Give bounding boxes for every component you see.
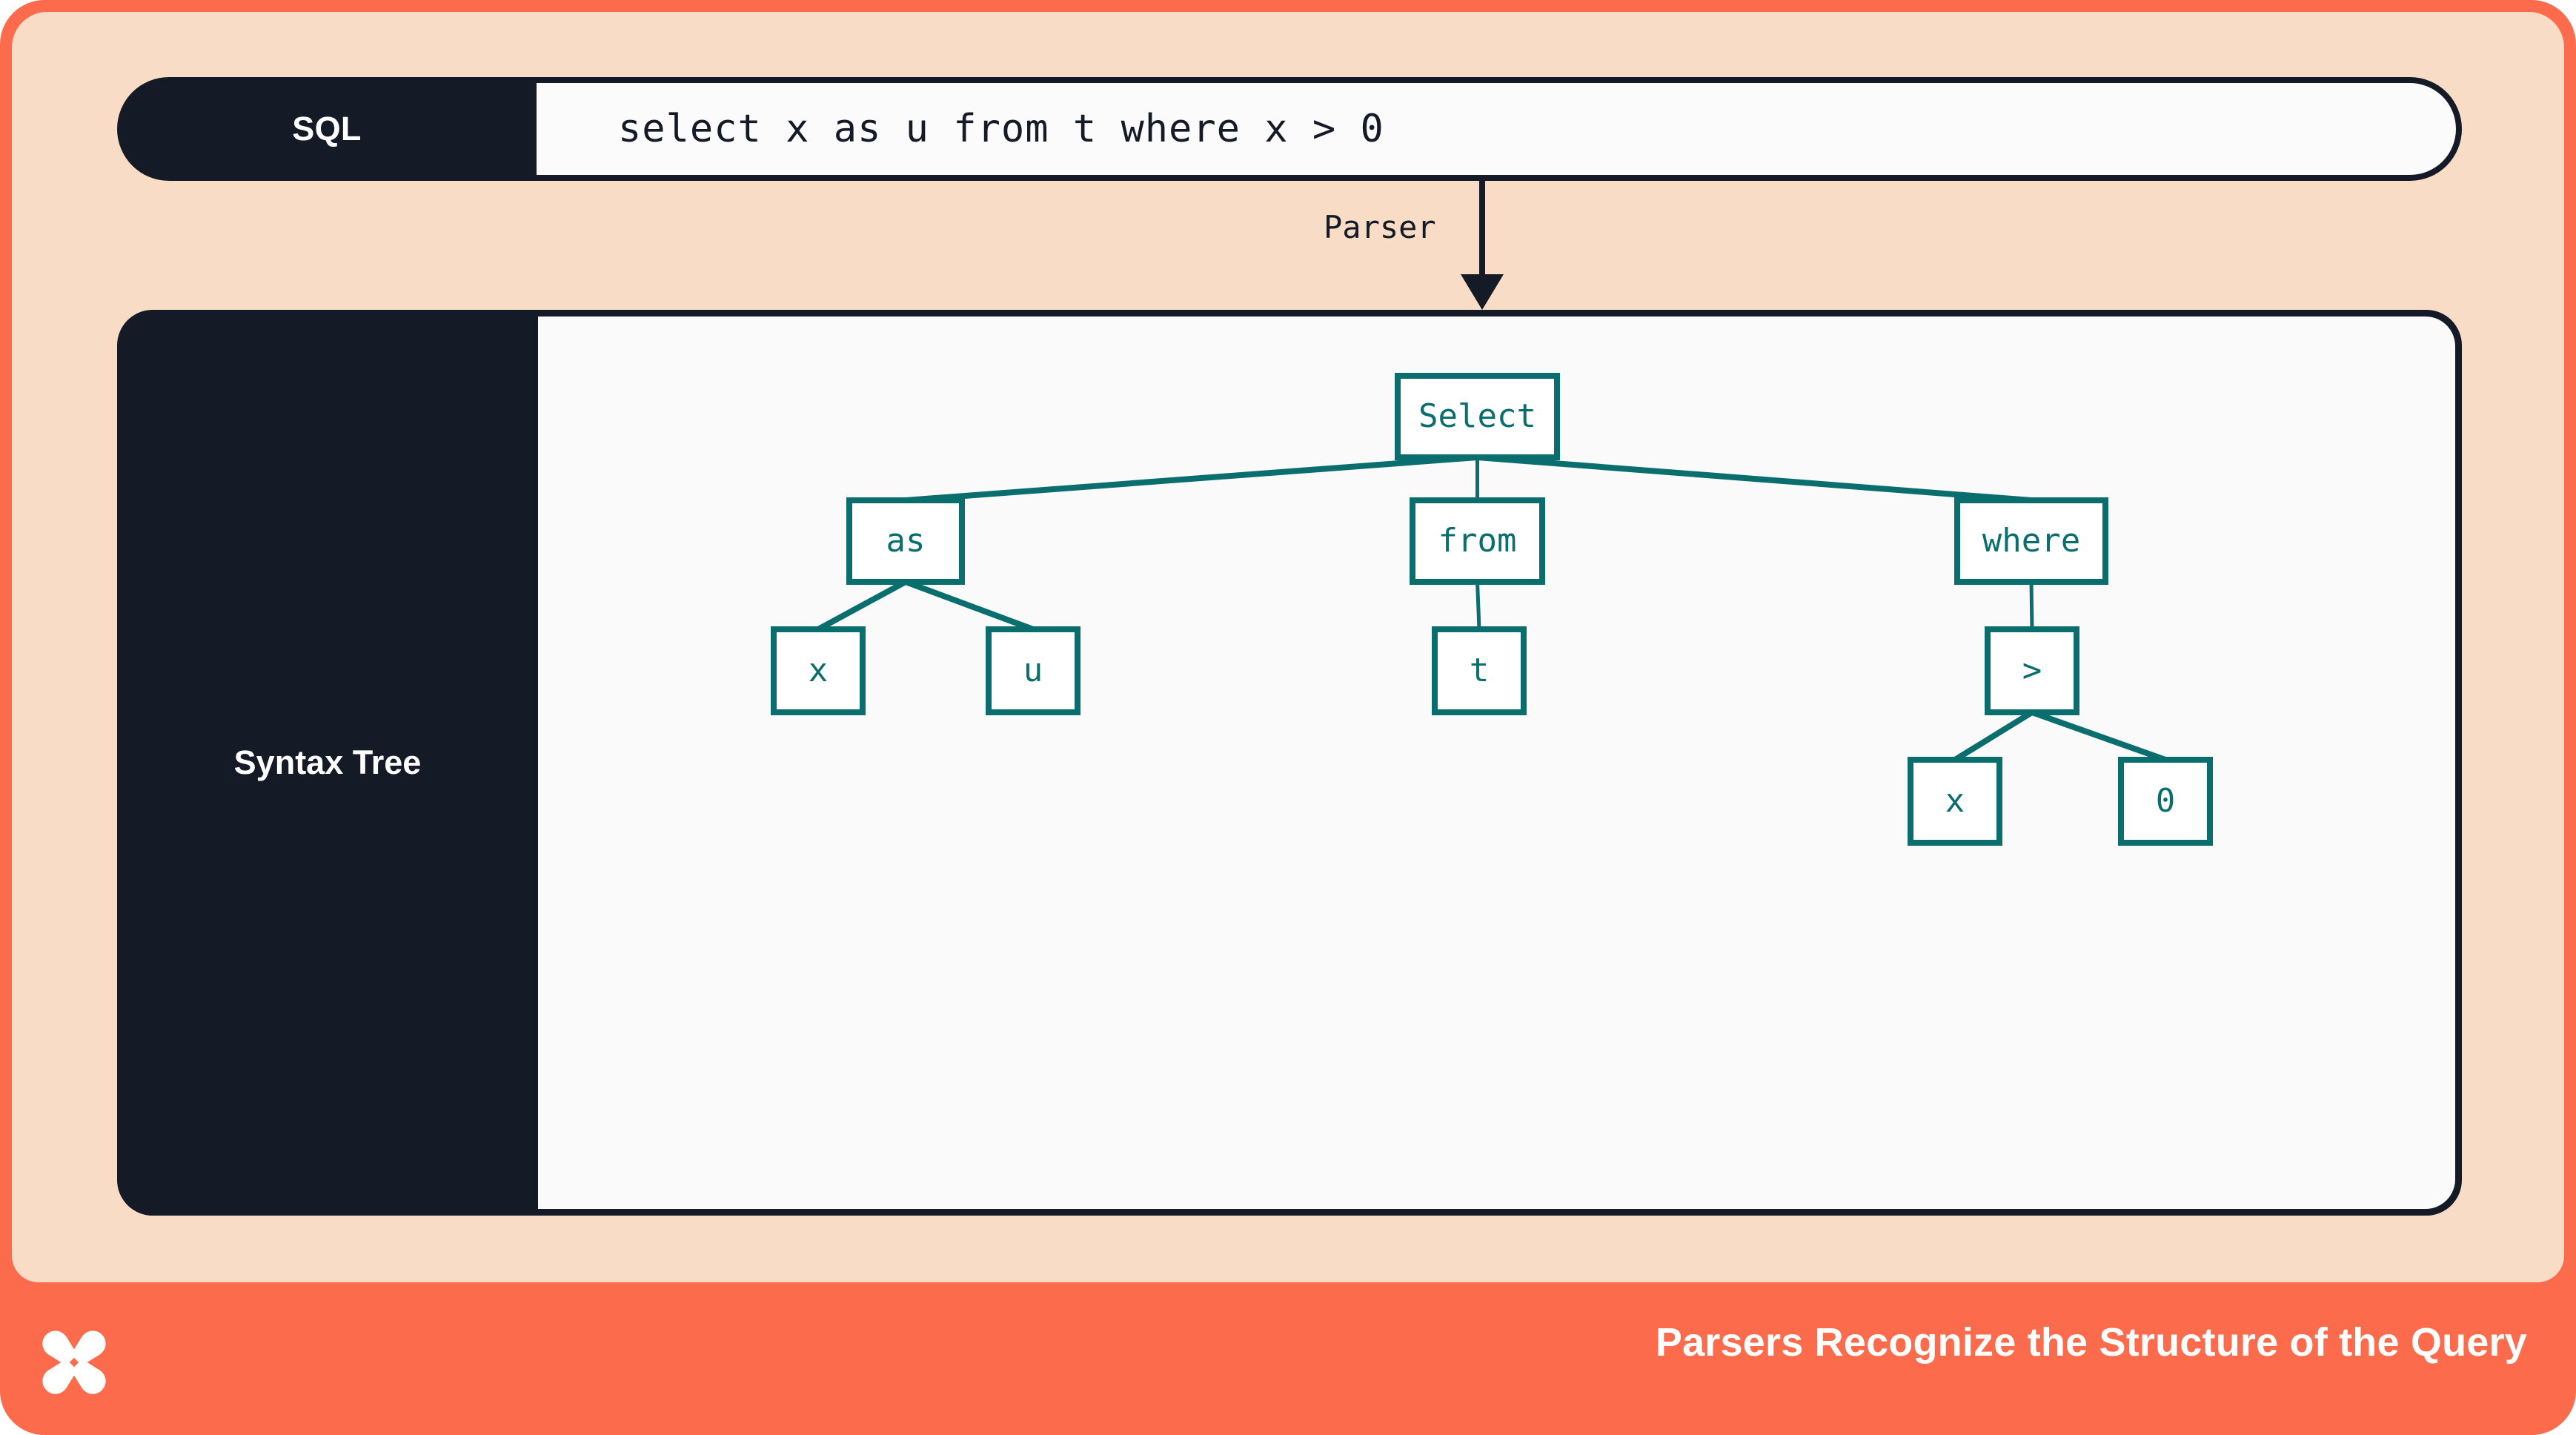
tree-node[interactable]: x bbox=[771, 626, 866, 715]
tree-node[interactable]: t bbox=[1432, 626, 1527, 715]
tree-node-label: t bbox=[1470, 652, 1490, 689]
tree-edge bbox=[2031, 709, 2167, 763]
tree-edge bbox=[1477, 454, 2032, 503]
tree-node[interactable]: > bbox=[1985, 626, 2079, 715]
tree-node-label: Select bbox=[1418, 397, 1536, 435]
tree-node-box bbox=[771, 626, 866, 715]
tree-edge bbox=[2029, 581, 2034, 630]
tree-node[interactable]: Select bbox=[1395, 373, 1560, 460]
tree-node[interactable]: x bbox=[1908, 757, 2002, 846]
tree-edge bbox=[904, 579, 1035, 632]
tree-node-box bbox=[986, 626, 1080, 715]
syntax-tree-canvas: Select as from where x u t > x 0 bbox=[538, 317, 2455, 1209]
tree-node-box bbox=[1985, 626, 2079, 715]
tree-edge bbox=[1953, 709, 2034, 763]
parser-arrow-group: Parser bbox=[1198, 181, 1613, 314]
sql-query-text: select x as u from t where x > 0 bbox=[618, 107, 1384, 151]
tree-node-box bbox=[1908, 757, 2002, 846]
tree-node-label: > bbox=[2022, 652, 2042, 689]
arrow-shaft-icon bbox=[1479, 181, 1485, 277]
syntax-tree-sidebar: Syntax Tree bbox=[117, 310, 538, 1216]
brand-x-logo-icon bbox=[42, 1330, 106, 1394]
tree-edge-group bbox=[817, 454, 2167, 763]
content-canvas: SQL select x as u from t where x > 0 Par… bbox=[12, 12, 2564, 1282]
tree-node-box bbox=[1410, 497, 1545, 585]
tree-node-group: Select as from where x u t > x 0 bbox=[771, 373, 2213, 846]
tree-node[interactable]: from bbox=[1410, 497, 1545, 585]
tree-edge bbox=[1475, 581, 1481, 630]
tree-node[interactable]: 0 bbox=[2118, 757, 2213, 846]
syntax-tree-graphic: Select as from where x u t > x 0 bbox=[771, 373, 2213, 846]
tree-node[interactable]: as bbox=[846, 497, 965, 585]
tree-node-label: x bbox=[809, 652, 829, 689]
sql-label: SQL bbox=[292, 110, 362, 148]
arrow-head-icon bbox=[1461, 274, 1504, 310]
tree-node-box bbox=[1432, 626, 1527, 715]
parser-label: Parser bbox=[1324, 209, 1436, 245]
tree-node-label: x bbox=[1945, 782, 1965, 820]
syntax-tree-label: Syntax Tree bbox=[233, 743, 422, 781]
tree-node-box bbox=[846, 497, 965, 585]
footer-bar: Parsers Recognize the Structure of the Q… bbox=[0, 1282, 2576, 1435]
sql-query-field[interactable]: select x as u from t where x > 0 bbox=[537, 83, 2456, 175]
tree-node-box bbox=[1395, 373, 1560, 460]
tree-node-label: u bbox=[1023, 652, 1043, 689]
footer-caption: Parsers Recognize the Structure of the Q… bbox=[1655, 1320, 2527, 1365]
tree-node-label: from bbox=[1438, 522, 1517, 560]
syntax-tree-panel: Syntax Tree Select as from where x u t > x 0 bbox=[117, 310, 2462, 1216]
tree-edge bbox=[817, 579, 907, 632]
sql-input-row: SQL select x as u from t where x > 0 bbox=[117, 77, 2462, 181]
tree-edge bbox=[905, 454, 1478, 503]
tree-node[interactable]: u bbox=[986, 626, 1080, 715]
tree-node-box bbox=[2118, 757, 2213, 846]
tree-node[interactable]: where bbox=[1954, 497, 2108, 585]
tree-node-label: where bbox=[1982, 522, 2080, 560]
tree-node-label: 0 bbox=[2156, 782, 2176, 820]
tree-node-label: as bbox=[886, 522, 926, 560]
tree-node-box bbox=[1954, 497, 2108, 585]
